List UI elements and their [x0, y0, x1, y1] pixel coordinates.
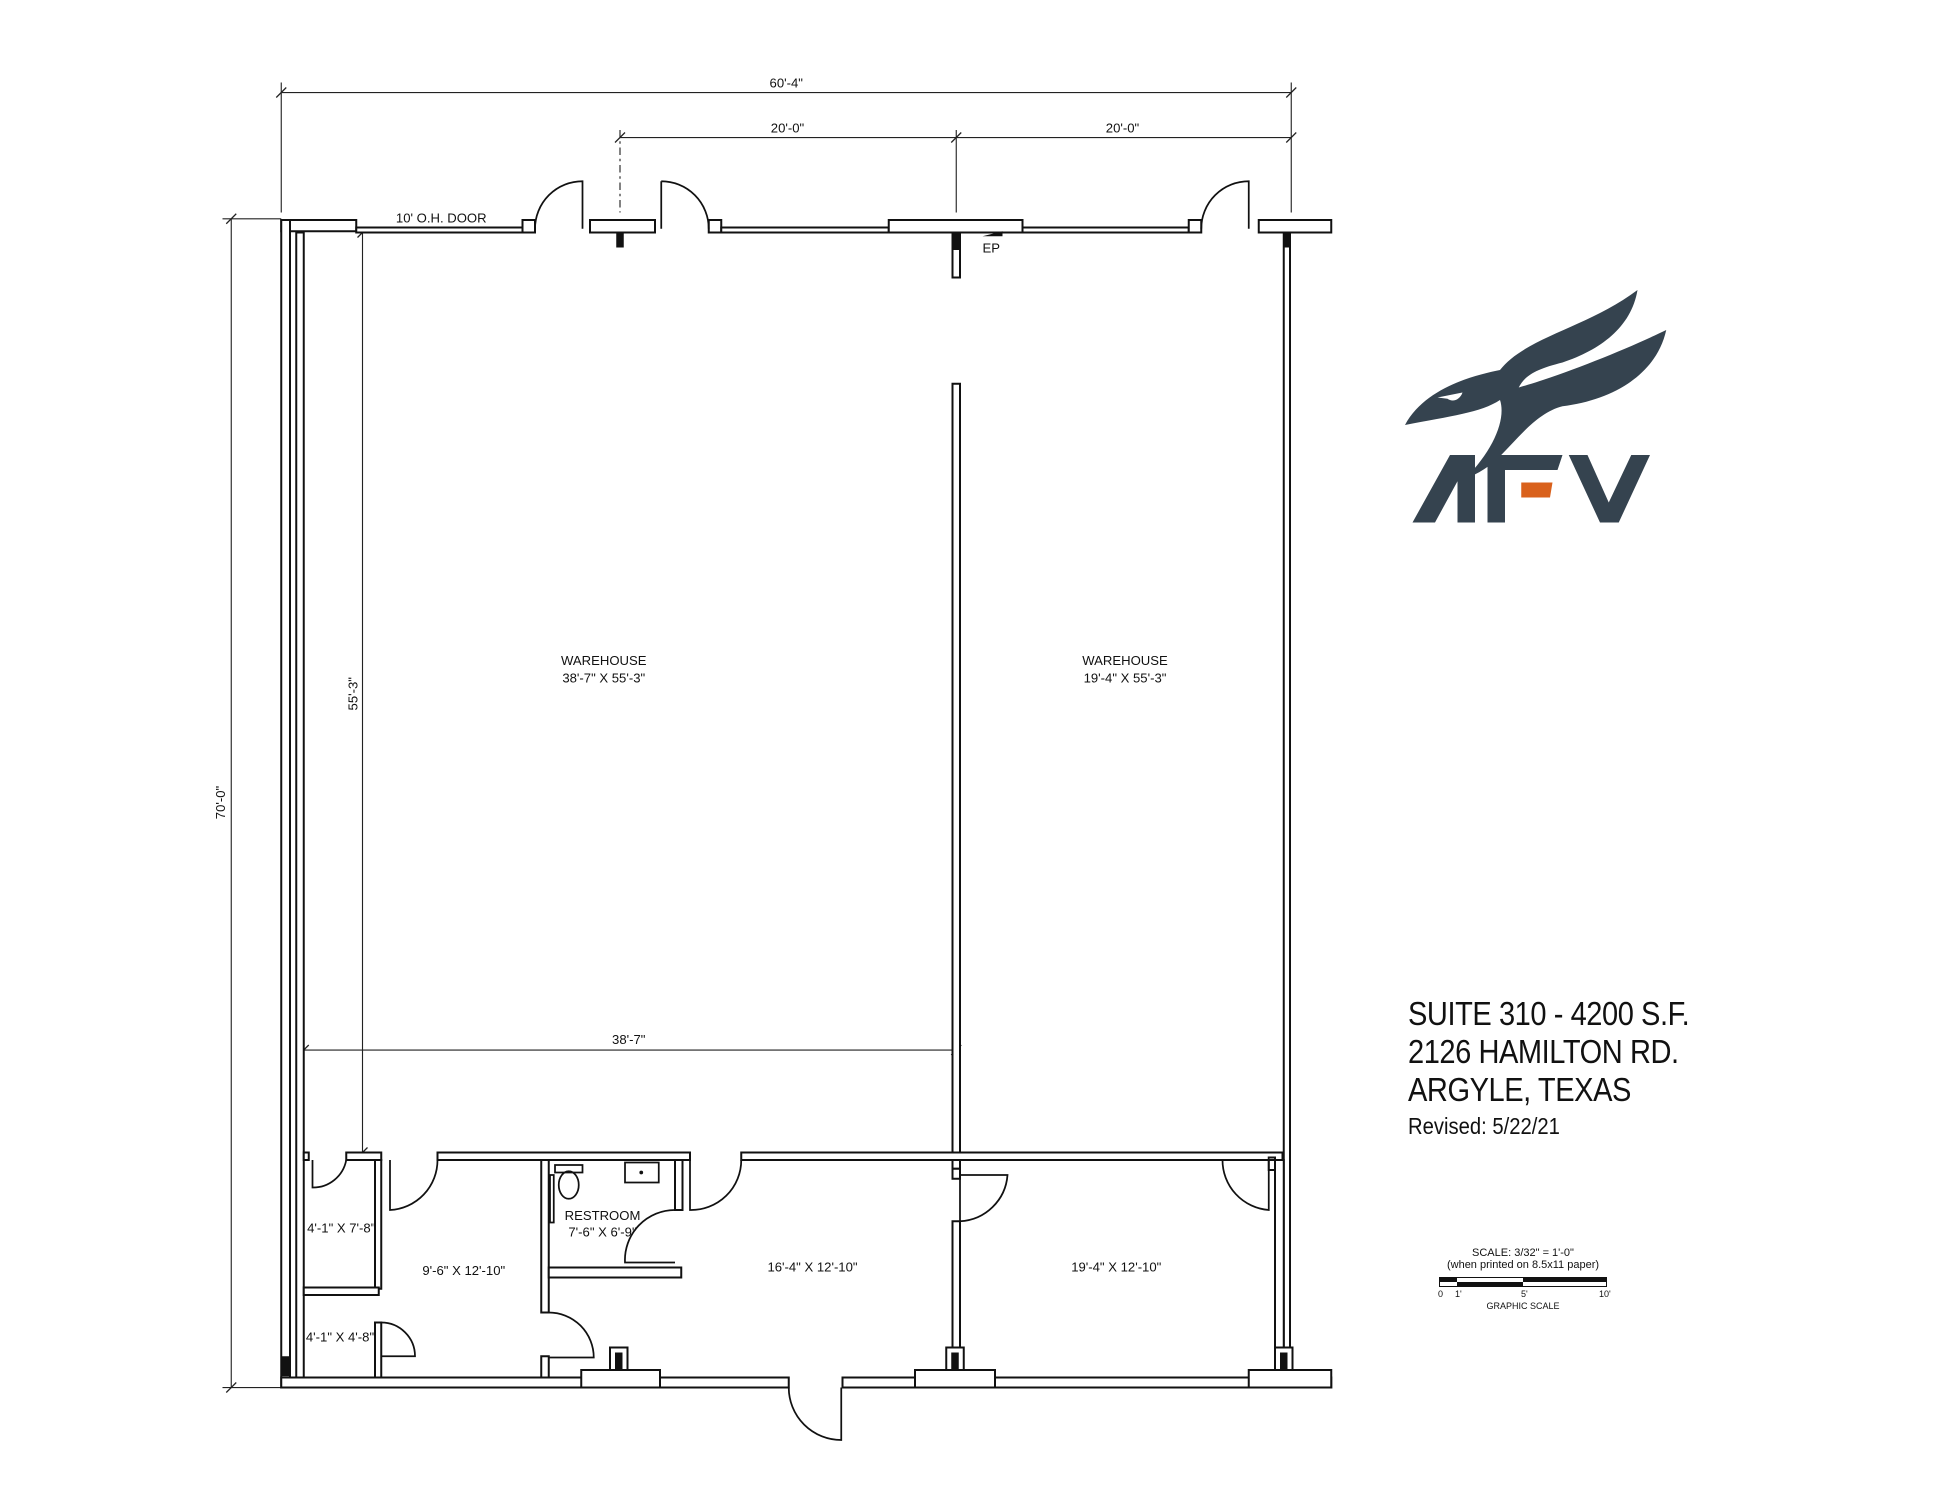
dimension-lines	[222, 82, 1297, 1393]
room-name: WAREHOUSE	[561, 653, 647, 668]
room-size: 19'-4" X 12'-10"	[1071, 1259, 1161, 1274]
suite-line: SUITE 310 - 4200 S.F.	[1408, 995, 1690, 1032]
grab-bar-icon	[549, 1174, 555, 1224]
revised-date: Revised: 5/22/21	[1408, 1113, 1560, 1139]
afv-logo	[1405, 290, 1667, 523]
address-line: 2126 HAMILTON RD.	[1408, 1033, 1679, 1070]
dimension-labels: 60'-4" 20'-0" 20'-0" 70'-0" 55'-3" 38'-7…	[213, 76, 1140, 1047]
scale-tick: 0	[1438, 1289, 1444, 1299]
dim-warehouse-depth: 55'-3"	[346, 677, 361, 711]
walls	[280, 219, 1333, 1389]
scale-caption: GRAPHIC SCALE	[1486, 1301, 1560, 1311]
scale-note: (when printed on 8.5x11 paper)	[1446, 1259, 1600, 1271]
scale-title: SCALE: 3/32" = 1'-0"	[1472, 1247, 1574, 1259]
scale-tick: 1'	[1455, 1289, 1462, 1299]
dim-bay-left: 20'-0"	[771, 121, 805, 136]
dim-warehouse-width: 38'-7"	[612, 1032, 646, 1047]
sink-icon	[624, 1161, 660, 1184]
oh-door-label: 10' O.H. DOOR	[396, 211, 487, 226]
city-line: ARGYLE, TEXAS	[1408, 1071, 1631, 1108]
scale-tick: 10'	[1599, 1289, 1611, 1299]
scale-bar	[1439, 1277, 1607, 1287]
dim-bay-right: 20'-0"	[1106, 121, 1140, 136]
eagle-icon	[1405, 290, 1667, 479]
ep-label: EP	[983, 241, 1001, 256]
graphic-scale: SCALE: 3/32" = 1'-0" (when printed on 8.…	[1418, 1247, 1628, 1311]
dim-overall-width: 60'-4"	[770, 76, 804, 91]
room-size: 4'-1" X 4'-8"	[306, 1329, 375, 1344]
room-size: 19'-4" X 55'-3"	[1084, 671, 1167, 686]
room-size: 38'-7" X 55'-3"	[562, 671, 645, 686]
door-swings	[311, 180, 1270, 1441]
room-size: 4'-1" X 7'-8"	[307, 1221, 376, 1236]
room-labels: WAREHOUSE 38'-7" X 55'-3" WAREHOUSE 19'-…	[306, 653, 1168, 1344]
room-size: 7'-6" X 6'-9"	[568, 1224, 637, 1239]
dim-overall-depth: 70'-0"	[213, 785, 228, 819]
room-size: 16'-4" X 12'-10"	[767, 1259, 857, 1274]
toilet-icon	[554, 1164, 584, 1200]
room-name: WAREHOUSE	[1082, 653, 1168, 668]
property-info: SUITE 310 - 4200 S.F. 2126 HAMILTON RD. …	[1408, 995, 1728, 1140]
room-size: 9'-6" X 12'-10"	[422, 1263, 505, 1278]
scale-tick: 5'	[1521, 1289, 1528, 1299]
room-name: RESTROOM	[565, 1208, 641, 1223]
